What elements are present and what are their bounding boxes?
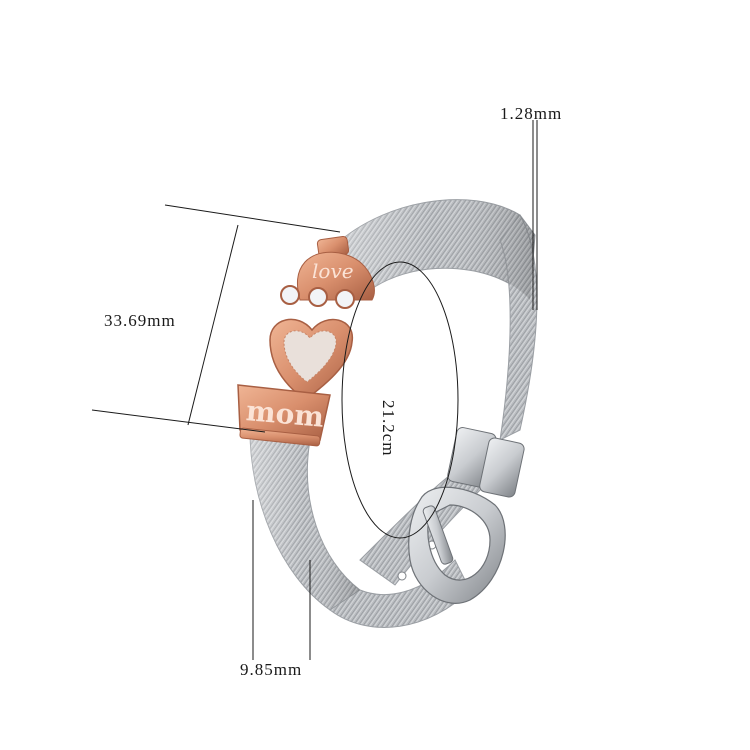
buckle	[408, 427, 525, 604]
mom-charm: mom	[237, 384, 331, 447]
charm-height-ext-bottom	[91, 409, 266, 433]
mesh-band	[249, 199, 538, 628]
crystal	[280, 285, 300, 305]
charm-height-ext-top	[164, 204, 341, 233]
charm-stack: love mom	[237, 236, 375, 447]
charm-height-label: 33.69mm	[104, 311, 176, 330]
circumference-ellipse	[341, 261, 459, 539]
band-thickness-label: 1.28mm	[500, 104, 563, 123]
love-charm: love	[280, 236, 375, 309]
charm-height-dim	[187, 224, 239, 426]
heart-charm	[269, 318, 353, 401]
buckle-prong	[422, 505, 454, 565]
love-charm-text: love	[312, 259, 354, 283]
circumference-label: 21.2cm	[379, 400, 398, 457]
mom-charm-text: mom	[245, 394, 326, 434]
dimension-lines	[91, 120, 538, 660]
band-hole	[397, 571, 407, 581]
crystal	[308, 287, 328, 307]
buckle-frame	[408, 486, 506, 604]
crystal	[335, 289, 355, 309]
buckle-keeper-2	[479, 437, 525, 498]
band-width-label: 9.85mm	[240, 660, 303, 679]
